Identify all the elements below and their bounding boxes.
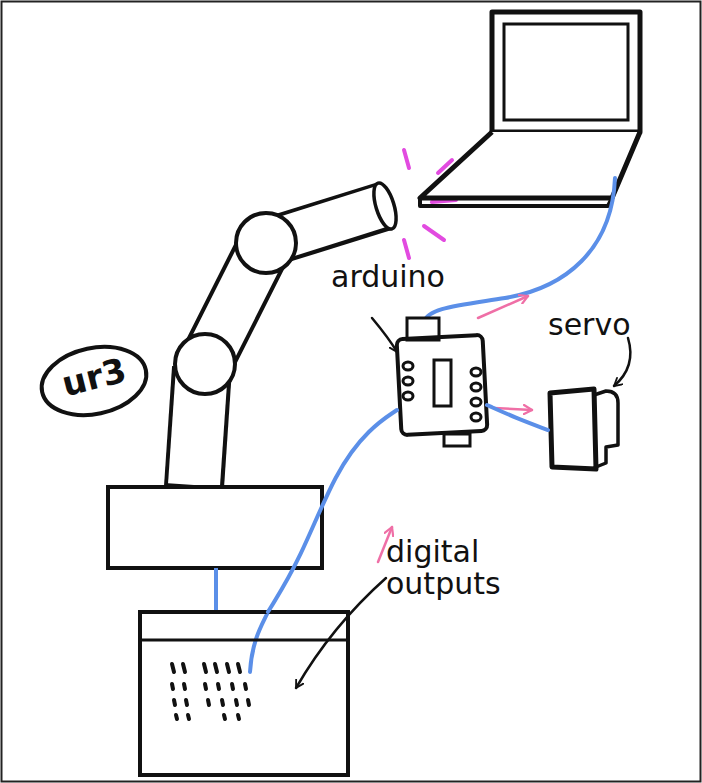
laptop [420, 12, 640, 206]
header-pin [471, 383, 481, 391]
arm-joint [175, 334, 235, 394]
node-outline [140, 612, 348, 775]
power-jack [444, 434, 470, 446]
controller-outline [140, 612, 348, 775]
leader-arrow [296, 578, 386, 688]
header-pin [471, 398, 481, 406]
robot-pedestal [108, 487, 322, 568]
servo-body [550, 389, 596, 469]
signal-wire [250, 612, 268, 672]
header-pin [471, 413, 481, 421]
flow-arrow [478, 296, 528, 318]
robot-cable [214, 568, 218, 612]
output-pins [172, 664, 249, 719]
signal-wire [487, 405, 548, 430]
header-pin [403, 377, 413, 385]
arduino-board: arduino [397, 335, 487, 435]
servo-motor: servo [548, 385, 620, 470]
board-outline [397, 335, 488, 435]
node-outline [397, 335, 487, 435]
control-box: digital outputs [140, 612, 348, 775]
laptop-base [420, 132, 640, 198]
controller-lid [140, 639, 348, 642]
robot-name-oval: ur3 [38, 345, 150, 417]
part-label: arduino [331, 261, 481, 293]
header-pin [403, 362, 413, 370]
robot-arm [108, 180, 401, 568]
burst-line [424, 226, 444, 240]
burst-line [404, 240, 409, 258]
usb-cable [424, 178, 615, 322]
flow-arrow [494, 408, 532, 410]
chip [434, 360, 451, 406]
oval-outline [35, 338, 152, 425]
node-outline [548, 385, 620, 470]
header-pin [471, 368, 481, 376]
signal-wire [268, 410, 397, 612]
header-pin [403, 392, 413, 400]
part-label: servo [548, 309, 658, 341]
leader-arrow [372, 318, 397, 352]
laptop-display [504, 24, 628, 120]
arm-joint [236, 213, 296, 273]
servo-horn [594, 391, 618, 467]
leader-arrow [614, 338, 630, 386]
burst-line [404, 150, 409, 168]
laptop-edge [420, 198, 612, 206]
tool-flange [369, 180, 400, 231]
laptop-screen [492, 12, 640, 132]
io-label: digital outputs [386, 536, 526, 600]
